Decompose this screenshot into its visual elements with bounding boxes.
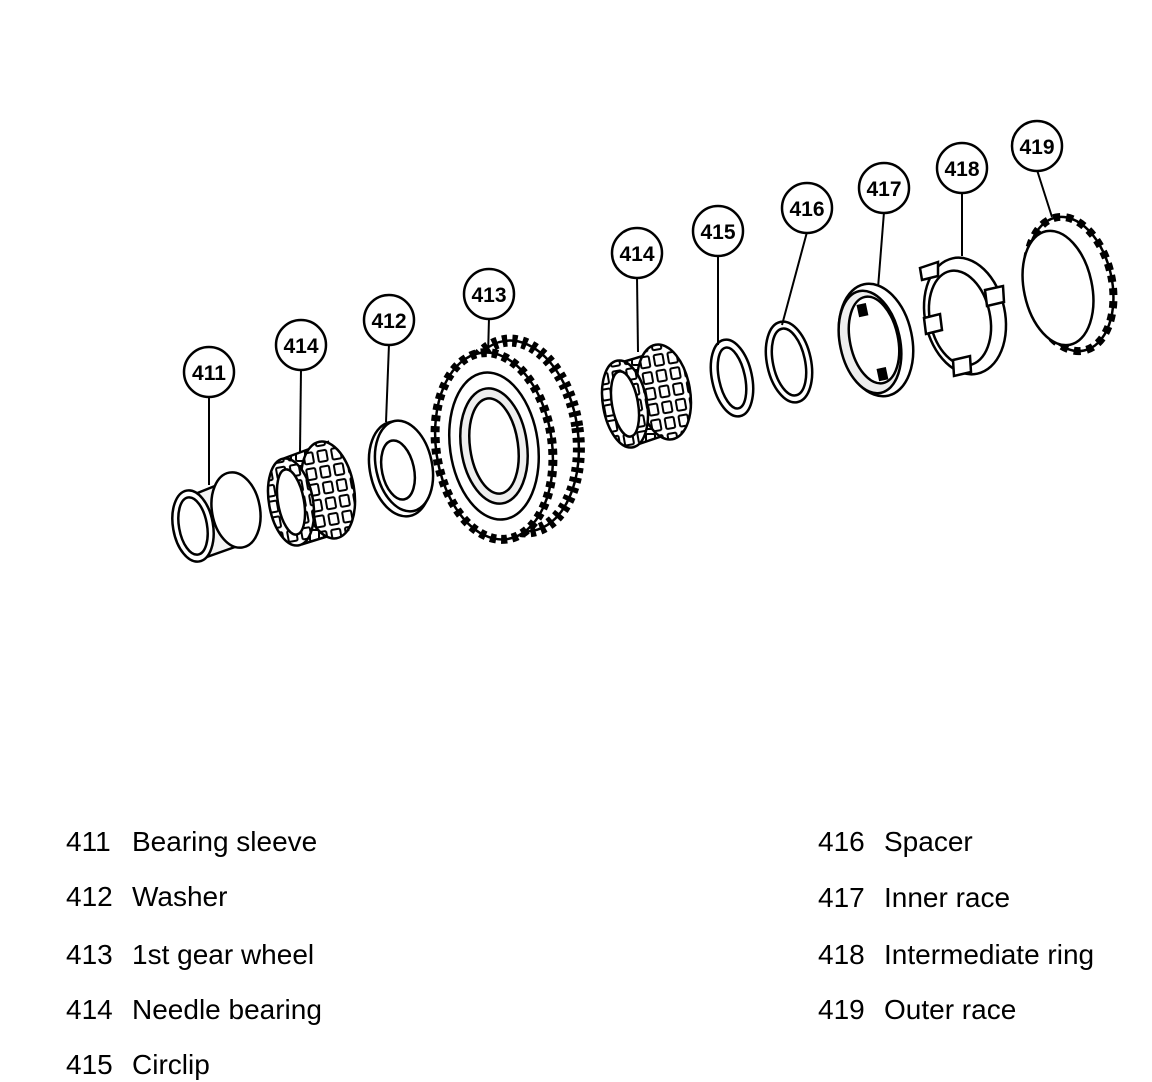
inner-race-part bbox=[837, 282, 915, 398]
legend-label: Washer bbox=[132, 881, 228, 912]
washer-part bbox=[367, 419, 435, 518]
legend-number: 411 bbox=[66, 826, 111, 857]
callout-419: 419 bbox=[1010, 119, 1064, 173]
callout-416-label: 416 bbox=[789, 198, 824, 221]
needle-bearing-part-right bbox=[600, 343, 693, 449]
needle-bearing-part-left bbox=[266, 440, 357, 547]
outer-race-part bbox=[1021, 212, 1118, 356]
circlip-part bbox=[709, 338, 755, 418]
legend-item-415: 415 Circlip bbox=[66, 1049, 210, 1081]
gear-wheel-part bbox=[430, 334, 585, 544]
legend-number: 417 bbox=[818, 882, 865, 913]
callout-413-label: 413 bbox=[471, 284, 506, 307]
leader-lines bbox=[208, 169, 1053, 485]
callout-413: 413 bbox=[462, 267, 516, 321]
callout-418: 418 bbox=[935, 141, 989, 195]
legend-label: Needle bearing bbox=[132, 994, 322, 1025]
callout-415: 415 bbox=[691, 204, 745, 258]
legend-item-414: 414 Needle bearing bbox=[66, 994, 322, 1026]
callout-419-label: 419 bbox=[1019, 136, 1054, 159]
callout-414-right: 414 bbox=[610, 226, 664, 280]
legend-label: Circlip bbox=[132, 1049, 210, 1080]
legend-number: 412 bbox=[66, 881, 113, 912]
callout-412: 412 bbox=[362, 293, 416, 347]
legend-label: Bearing sleeve bbox=[132, 826, 318, 857]
callout-417-label: 417 bbox=[866, 178, 901, 201]
spacer-part bbox=[764, 320, 814, 404]
legend-number: 413 bbox=[66, 939, 113, 970]
callout-411-label: 411 bbox=[192, 362, 226, 385]
bearing-sleeve-part bbox=[171, 471, 262, 563]
legend-item-412: 412 Washer bbox=[66, 881, 227, 913]
callout-group: 411 414 412 413 414 415 416 417 bbox=[182, 119, 1064, 399]
legend-number: 414 bbox=[66, 994, 113, 1025]
legend-item-416: 416 Spacer bbox=[818, 826, 973, 858]
legend-label: 1st gear wheel bbox=[132, 939, 315, 970]
callout-417: 417 bbox=[857, 161, 911, 215]
callout-411: 411 bbox=[182, 345, 236, 399]
callout-416: 416 bbox=[780, 181, 834, 235]
legend-number: 416 bbox=[818, 826, 865, 857]
callout-414-left: 414 bbox=[274, 318, 328, 372]
callout-415-label: 415 bbox=[700, 221, 735, 244]
callout-418-label: 418 bbox=[944, 158, 979, 181]
legend-label: Inner race bbox=[884, 882, 1011, 913]
callout-414-right-label: 414 bbox=[619, 243, 654, 266]
legend-number: 419 bbox=[818, 994, 865, 1025]
callout-414-left-label: 414 bbox=[283, 335, 318, 358]
legend-item-413: 413 1st gear wheel bbox=[66, 939, 314, 971]
legend-item-411: 411 Bearing sleeve bbox=[66, 826, 317, 858]
callout-412-label: 412 bbox=[371, 310, 406, 333]
legend-number: 418 bbox=[818, 939, 865, 970]
legend-label: Intermediate ring bbox=[884, 939, 1095, 970]
legend-item-418: 418 Intermediate ring bbox=[818, 939, 1094, 971]
legend-number: 415 bbox=[66, 1049, 113, 1080]
legend-label: Outer race bbox=[884, 994, 1017, 1025]
intermediate-ring-part bbox=[918, 256, 1008, 378]
legend-item-419: 419 Outer race bbox=[818, 994, 1016, 1026]
exploded-parts-diagram: 411 414 412 413 414 415 416 417 bbox=[171, 119, 1118, 563]
legend-item-417: 417 Inner race bbox=[818, 882, 1010, 914]
legend-label: Spacer bbox=[884, 826, 973, 857]
